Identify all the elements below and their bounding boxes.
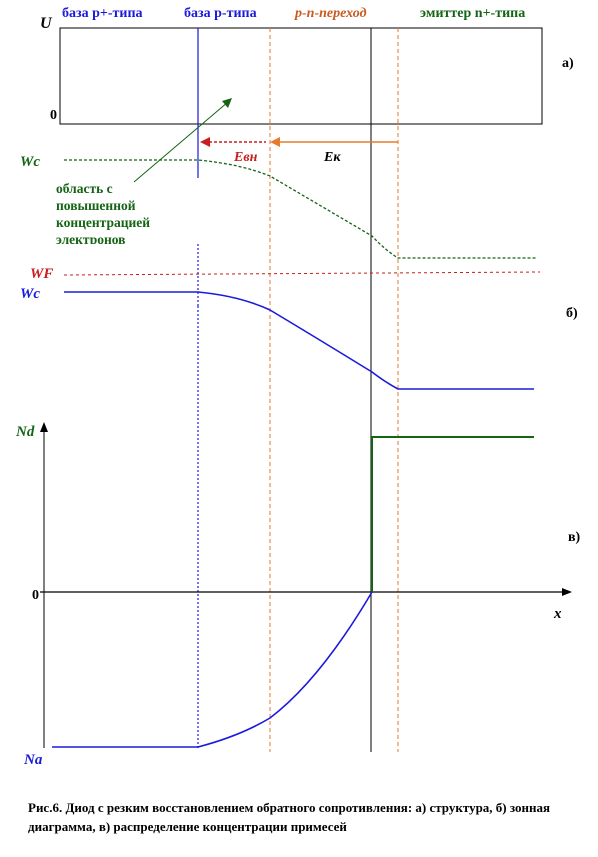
label-emitter-n-plus: эмиттер n+-типа xyxy=(420,6,526,21)
e-field-arrowhead xyxy=(200,137,210,147)
lower-wc-curve xyxy=(64,291,534,390)
label-zero-a: 0 xyxy=(50,108,57,123)
ek-arrowhead xyxy=(270,137,280,147)
tag-panel-c: в) xyxy=(568,530,581,545)
y-axis-arrowhead xyxy=(40,422,48,432)
label-wc-top: Wc xyxy=(20,154,40,170)
label-ek: Eк xyxy=(324,150,341,165)
label-na: Na xyxy=(24,752,43,768)
tag-panel-a: а) xyxy=(562,56,574,71)
x-axis-arrowhead xyxy=(562,588,572,596)
na-profile-curve xyxy=(52,591,373,748)
label-x-axis: x xyxy=(554,606,562,622)
figure-caption: Рис.6. Диод с резким восстановлением обр… xyxy=(28,800,551,834)
label-wc-bottom: Wc xyxy=(20,286,40,302)
region-note: область с повышенной концентрацией элект… xyxy=(56,181,151,244)
nd-step-curve xyxy=(371,436,534,592)
label-nd: Nd xyxy=(16,424,35,440)
fermi-level-line xyxy=(63,271,541,276)
label-zero-c: 0 xyxy=(32,588,39,603)
tag-panel-b: б) xyxy=(566,306,578,321)
label-base-p-plus: база p+-типа xyxy=(62,6,143,21)
label-e-field: Eвн xyxy=(234,150,258,165)
upper-wc-curve xyxy=(64,159,536,259)
region-pointer-arrowhead xyxy=(222,98,232,108)
region-pointer-line xyxy=(133,101,229,183)
label-u-axis: U xyxy=(40,15,52,32)
label-pn-junction: p-n-переход xyxy=(295,6,367,21)
structure-box xyxy=(59,27,543,125)
label-base-p: база p-типа xyxy=(184,6,257,21)
label-wf: WF xyxy=(30,266,54,282)
